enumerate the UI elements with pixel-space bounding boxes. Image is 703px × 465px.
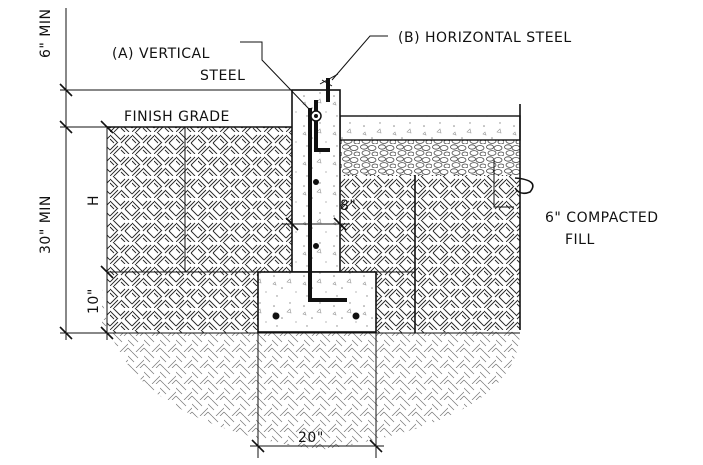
- vertical-steel-label-2: STEEL: [200, 68, 245, 84]
- eight-label: 8": [340, 198, 356, 214]
- undisturbed-earth: [101, 280, 520, 450]
- finish-grade-label: FINISH GRADE: [124, 109, 230, 125]
- twenty-label: 20": [298, 430, 324, 446]
- slab: [339, 115, 521, 141]
- thirty-min-label: 30" MIN: [38, 195, 54, 254]
- gravel-fill: [340, 140, 520, 175]
- compacted-fill-label-1: 6" COMPACTED: [545, 210, 659, 226]
- ten-label: 10": [86, 288, 102, 314]
- six-min-label: 6" MIN: [38, 9, 54, 58]
- soil-right-outer: [415, 175, 520, 333]
- horizontal-steel-label: (B) HORIZONTAL STEEL: [398, 30, 572, 46]
- vertical-steel-label-1: (A) VERTICAL: [112, 46, 210, 62]
- compacted-fill-label-2: FILL: [565, 232, 595, 248]
- h-label: H: [86, 195, 102, 206]
